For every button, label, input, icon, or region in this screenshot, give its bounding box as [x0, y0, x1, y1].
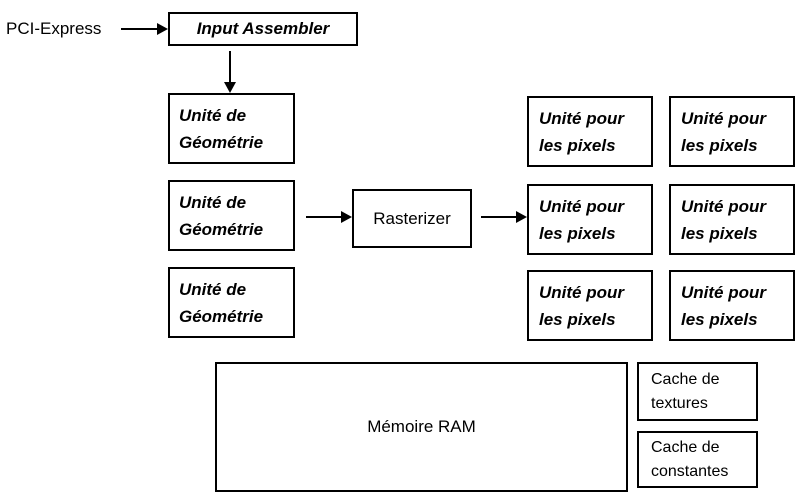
geometry-unit-box: Unité de Géométrie: [168, 93, 295, 164]
constant-cache-box: Cache de constantes: [637, 431, 758, 488]
rasterizer-box: Rasterizer: [352, 189, 472, 248]
pixel-unit-box: Unité pour les pixels: [527, 270, 653, 341]
texture-cache-box: Cache de textures: [637, 362, 758, 421]
pixel-unit-box: Unité pour les pixels: [527, 96, 653, 167]
pixel-unit-label: Unité pour les pixels: [681, 108, 766, 155]
geometry-unit-label: Unité de Géométrie: [179, 105, 264, 152]
pixel-unit-label: Unité pour les pixels: [539, 108, 624, 155]
pixel-unit-label: Unité pour les pixels: [539, 282, 624, 329]
arrow-rasterizer-to-pixel-units: [481, 216, 516, 218]
input-assembler-box: Input Assembler: [168, 12, 358, 46]
pixel-unit-box: Unité pour les pixels: [527, 184, 653, 255]
ram-memory-box: Mémoire RAM: [215, 362, 628, 492]
ram-memory-label: Mémoire RAM: [367, 417, 476, 436]
arrow-pci-to-input-assembler: [121, 28, 157, 30]
pixel-unit-box: Unité pour les pixels: [669, 184, 795, 255]
geometry-unit-label: Unité de Géométrie: [179, 192, 264, 239]
rasterizer-label: Rasterizer: [373, 208, 451, 228]
texture-cache-label: Cache de textures: [651, 370, 720, 412]
constant-cache-label: Cache de constantes: [651, 438, 729, 480]
geometry-unit-label: Unité de Géométrie: [179, 279, 264, 326]
input-assembler-label: Input Assembler: [196, 19, 330, 38]
pixel-unit-box: Unité pour les pixels: [669, 96, 795, 167]
pixel-unit-label: Unité pour les pixels: [681, 282, 766, 329]
pci-express-label: PCI-Express: [6, 19, 102, 38]
pixel-unit-label: Unité pour les pixels: [681, 196, 766, 243]
arrow-geometry-to-rasterizer: [306, 216, 341, 218]
geometry-unit-box: Unité de Géométrie: [168, 267, 295, 338]
pixel-unit-box: Unité pour les pixels: [669, 270, 795, 341]
arrow-input-assembler-to-geometry: [229, 51, 231, 82]
geometry-unit-box: Unité de Géométrie: [168, 180, 295, 251]
pixel-unit-label: Unité pour les pixels: [539, 196, 624, 243]
